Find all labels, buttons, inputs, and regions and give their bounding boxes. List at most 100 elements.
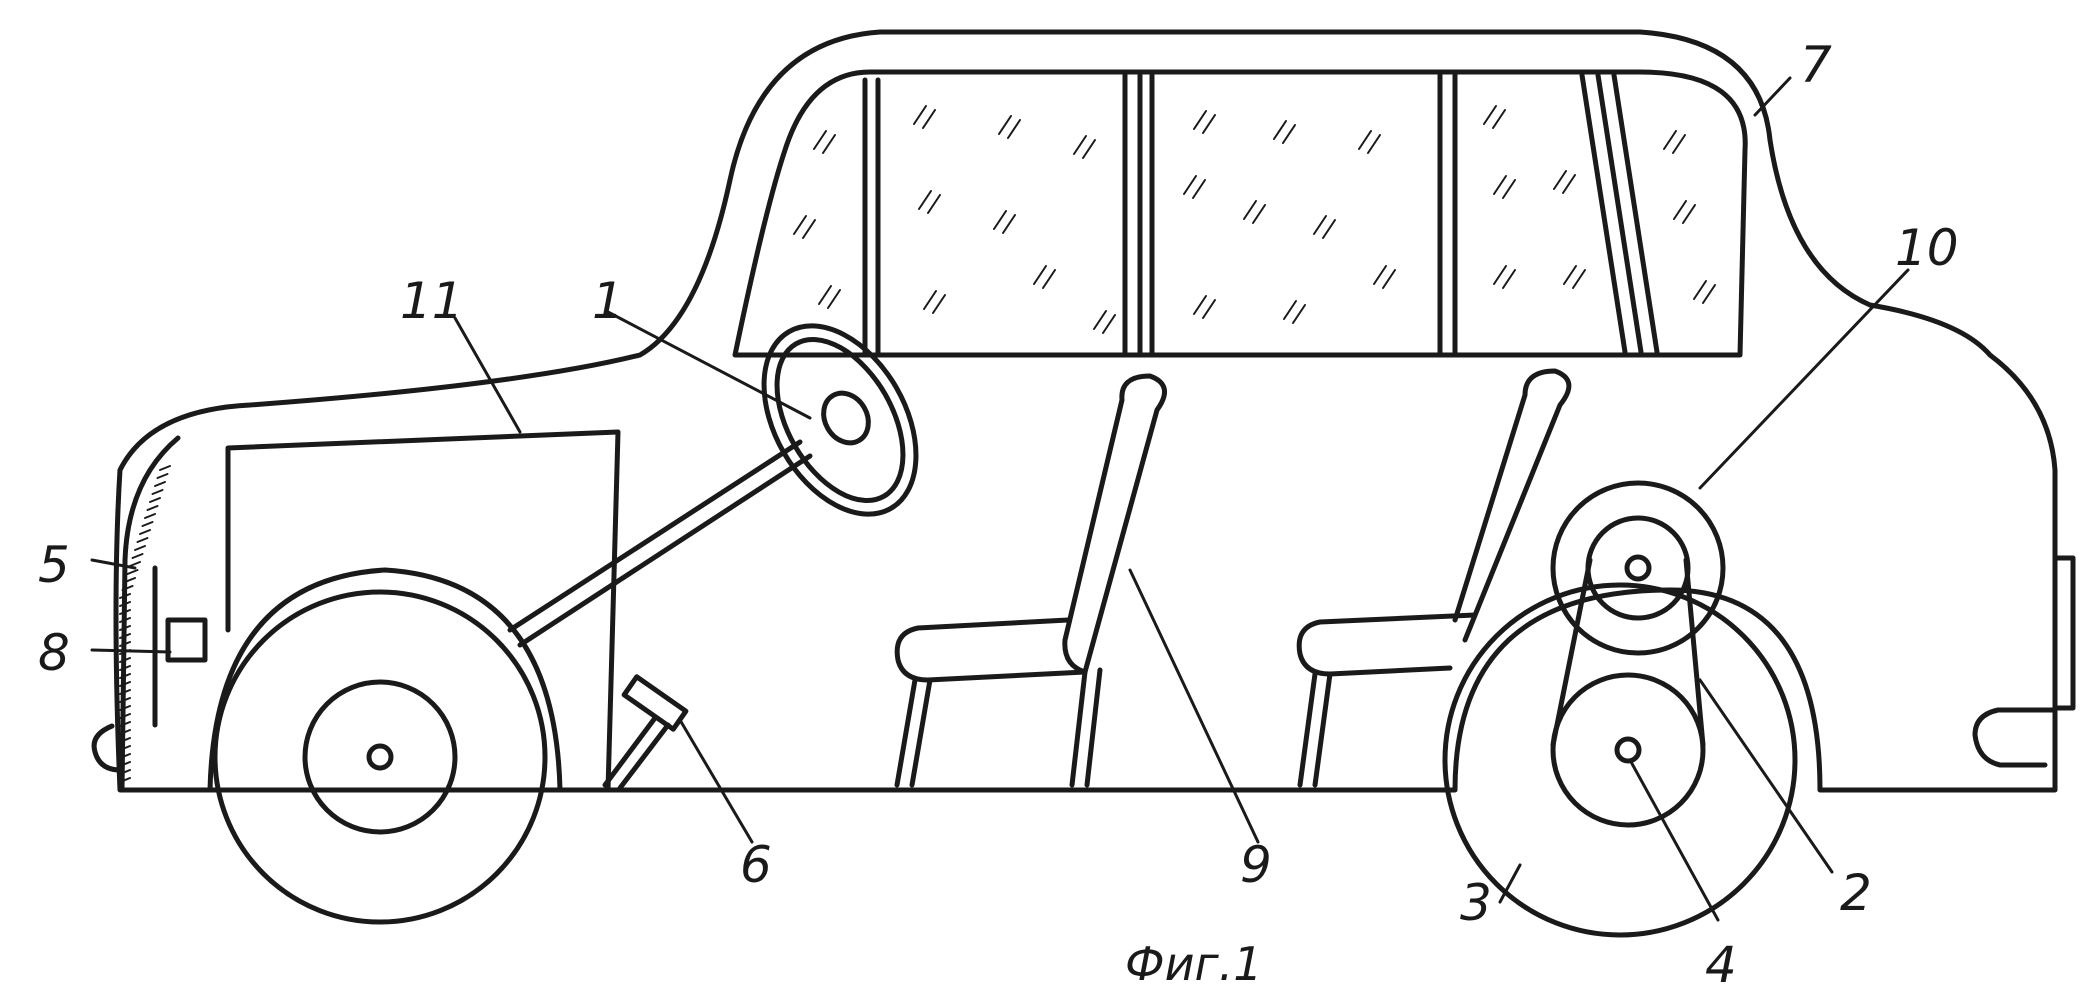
glass-mark (1323, 220, 1335, 238)
hatch-mark (130, 562, 140, 566)
glass-mark (1694, 281, 1706, 299)
pulley-upper-inner (1588, 518, 1688, 618)
glass-mark (994, 211, 1006, 229)
glass-mark (923, 110, 935, 128)
glass-mark (1008, 120, 1020, 138)
glass-mark (1503, 180, 1515, 198)
label-2: 2 (1840, 864, 1872, 922)
glass-mark (1664, 131, 1676, 149)
glass-mark (1374, 266, 1386, 284)
glass-mark (1194, 111, 1206, 129)
rear-light (2055, 558, 2073, 708)
glass-mark (1083, 140, 1095, 158)
glass-mark (814, 131, 826, 149)
hatch-mark (158, 474, 168, 478)
label-6: 6 (740, 836, 772, 894)
glass-mark (1673, 135, 1685, 153)
glass-mark (1283, 125, 1295, 143)
glass-mark (914, 106, 926, 124)
glass-mark (1203, 300, 1215, 318)
glass-mark (1003, 215, 1015, 233)
glass-mark (1043, 270, 1055, 288)
glass-mark (1703, 285, 1715, 303)
pulley-upper-center (1627, 557, 1649, 579)
glass-mark (933, 295, 945, 313)
glass-mark (1244, 201, 1256, 219)
label-5: 5 (38, 536, 70, 594)
glass-hatching (794, 106, 1715, 333)
glass-mark (1314, 216, 1326, 234)
hatch-mark (138, 538, 148, 542)
steering-wheel-hub (815, 385, 877, 451)
glass-mark (823, 135, 835, 153)
glass-mark (1094, 311, 1106, 329)
glass-mark (1193, 180, 1205, 198)
glass-mark (828, 290, 840, 308)
glass-mark (1194, 296, 1206, 314)
hatch-mark (148, 506, 158, 510)
glass-mark (1494, 266, 1506, 284)
glass-mark (1503, 270, 1515, 288)
glass-mark (1564, 266, 1576, 284)
glass-mark (1484, 106, 1496, 124)
belt-left (1553, 560, 1590, 745)
glass-mark (1573, 270, 1585, 288)
front-wheel-outer (215, 592, 545, 922)
label-1: 1 (592, 272, 624, 330)
hatch-mark (145, 514, 155, 518)
glass-mark (1493, 110, 1505, 128)
glass-mark (803, 220, 815, 238)
front-wheel-center (369, 746, 391, 768)
engine-compartment (228, 432, 618, 790)
glass-mark (1074, 136, 1086, 154)
switch-box (168, 620, 205, 660)
label-7: 7 (1800, 36, 1832, 94)
pulley-lower (1553, 675, 1703, 825)
front-seat (897, 376, 1165, 785)
rear-bumper (1975, 710, 2055, 765)
roof-inner-line (735, 72, 1745, 355)
label-8: 8 (38, 624, 70, 682)
glass-mark (1683, 205, 1695, 223)
glass-mark (1674, 201, 1686, 219)
label-4: 4 (1705, 936, 1737, 994)
glass-mark (1554, 171, 1566, 189)
glass-mark (1368, 135, 1380, 153)
glass-mark (1383, 270, 1395, 288)
glass-mark (1103, 315, 1115, 333)
steering-wheel-inner (751, 318, 929, 522)
glass-mark (1274, 121, 1286, 139)
glass-mark (1293, 305, 1305, 323)
hatch-mark (128, 570, 138, 574)
hatch-mark (153, 490, 163, 494)
glass-mark (1253, 205, 1265, 223)
glass-mark (928, 195, 940, 213)
hatch-mark (133, 554, 143, 558)
steering-wheel-outer (733, 299, 948, 541)
glass-mark (1284, 301, 1296, 319)
label-9: 9 (1240, 836, 1272, 894)
glass-mark (1563, 175, 1575, 193)
glass-mark (999, 116, 1011, 134)
glass-mark (1184, 176, 1196, 194)
label-10: 10 (1895, 219, 1959, 277)
steering-column-a (510, 442, 800, 630)
hatch-mark (150, 498, 160, 502)
hatch-mark (135, 546, 145, 550)
label-3: 3 (1460, 874, 1492, 932)
glass-mark (819, 286, 831, 304)
hatch-mark (140, 530, 150, 534)
glass-mark (1034, 266, 1046, 284)
rear-seat (1299, 371, 1569, 785)
glass-mark (1494, 176, 1506, 194)
glass-mark (794, 216, 806, 234)
glass-mark (919, 191, 931, 209)
hatch-mark (160, 466, 170, 470)
glass-mark (924, 291, 936, 309)
hatch-mark (143, 522, 153, 526)
front-panel-hatching (120, 466, 170, 782)
figure-caption: Фиг.1 (1125, 937, 1263, 991)
glass-mark (1359, 131, 1371, 149)
glass-mark (1203, 115, 1215, 133)
